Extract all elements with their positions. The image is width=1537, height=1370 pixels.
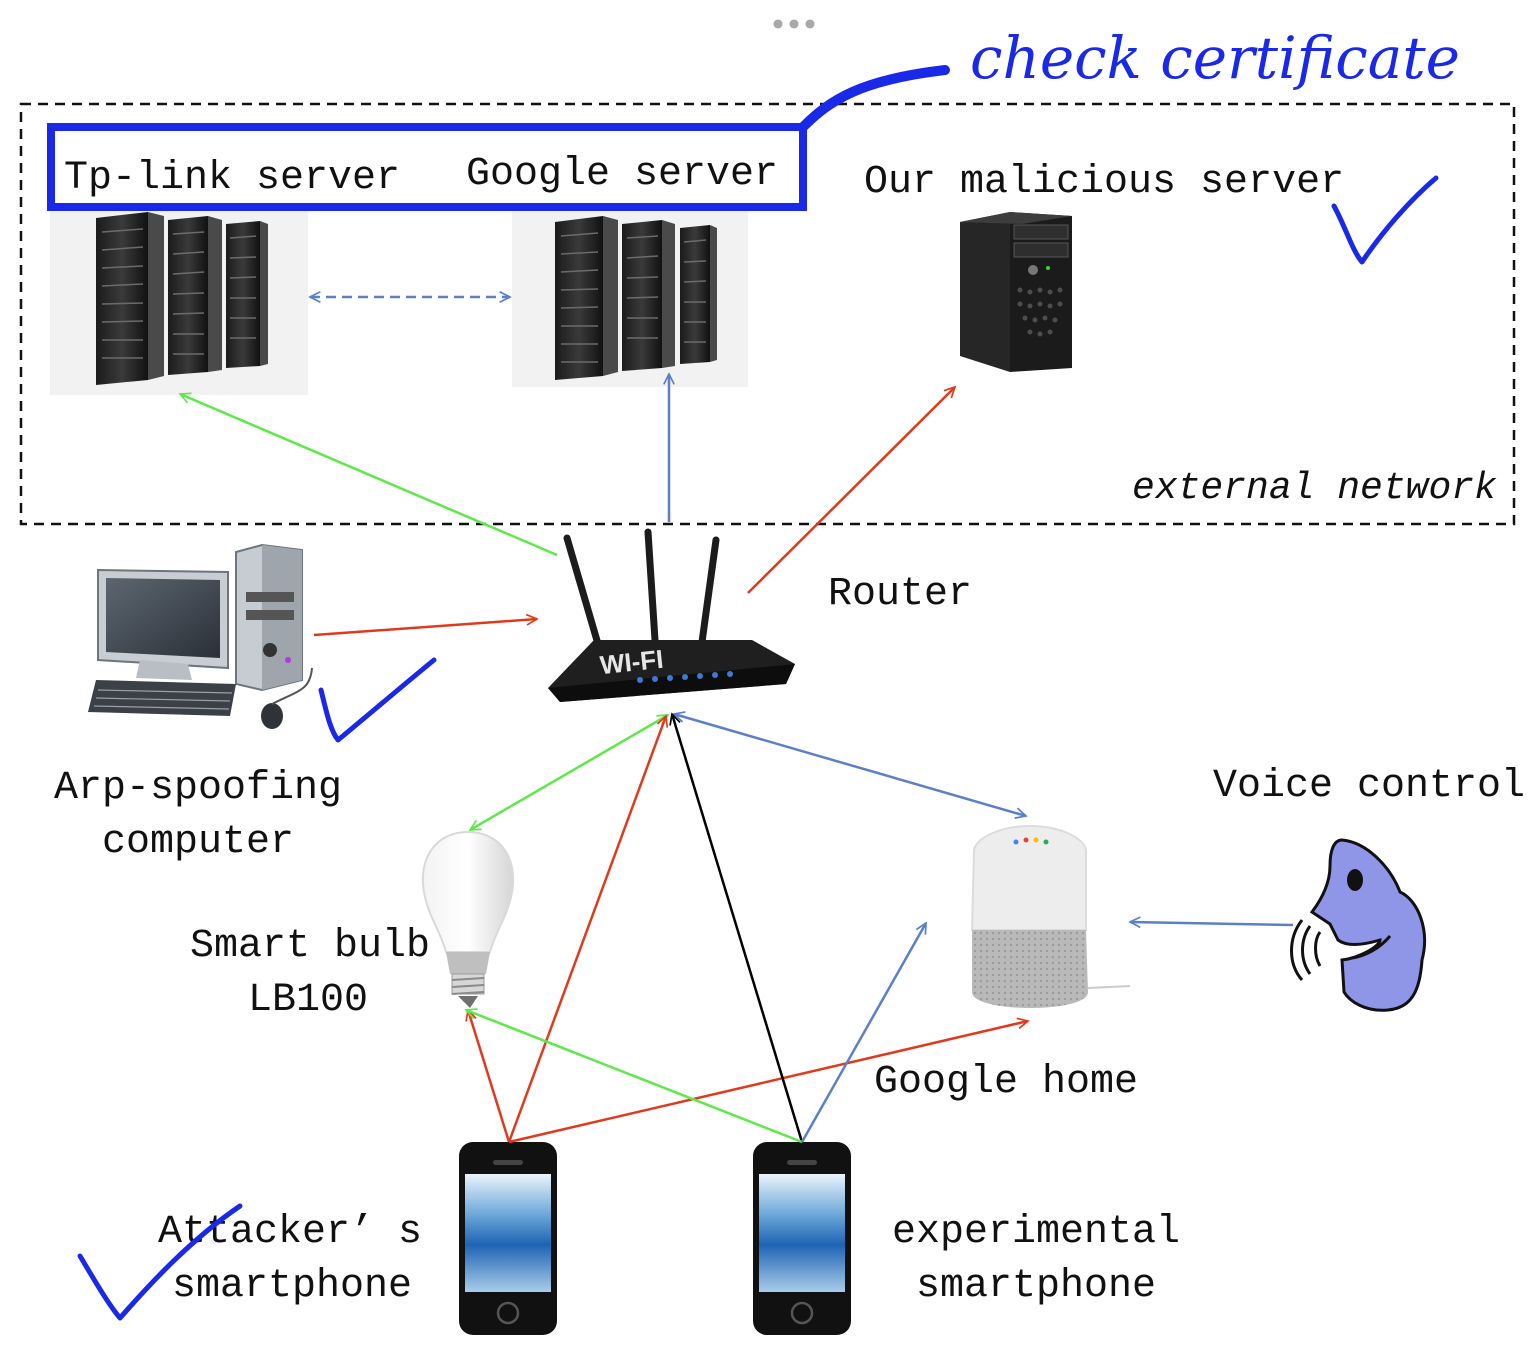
tplink-server-icon [50, 205, 308, 395]
attacker-to-bulb-arrow [468, 1010, 511, 1143]
bulb-label-line2: LB100 [248, 978, 368, 1023]
more-icon[interactable] [773, 19, 815, 29]
certificate-highlight-box [47, 123, 807, 211]
check-mark-malicious-server [1331, 175, 1439, 265]
arp-label-line1: Arp-spoofing [54, 766, 342, 811]
malicious-server-label: Our malicious server [864, 160, 1344, 205]
computer-to-router-arrow [313, 619, 537, 637]
experimental-smartphone-icon [753, 1142, 851, 1335]
check-mark-attacker [77, 1203, 243, 1321]
google-home-icon [970, 824, 1131, 1008]
computer-icon [88, 543, 313, 729]
attacker-label-line2: smartphone [172, 1264, 412, 1309]
external-network-box [19, 102, 1516, 526]
attacker-label-line1: Attacker’ s [158, 1210, 422, 1255]
voice-to-googlehome-arrow [1130, 922, 1294, 925]
malicious-server-icon [960, 212, 1072, 372]
google-server-label: Google server [466, 152, 778, 197]
connections [180, 297, 1294, 1144]
annotation-pointer-stroke [798, 65, 950, 132]
router-to-tplink-arrow [180, 394, 558, 557]
experimental-to-bulb-arrow [466, 1010, 803, 1144]
router-bulb-link [470, 713, 668, 832]
router-label: Router [828, 572, 972, 617]
voice-control-label: Voice control [1213, 764, 1525, 809]
experimental-label-line2: smartphone [916, 1264, 1156, 1309]
arp-label-line2: computer [102, 820, 294, 865]
bulb-label-line1: Smart bulb [190, 924, 430, 969]
experimental-label-line1: experimental [892, 1210, 1180, 1255]
attacker-to-router-arrow [507, 716, 666, 1143]
voice-control-icon [1290, 838, 1427, 1012]
tplink-server-label: Tp-link server [64, 156, 400, 201]
router-googlehome-link [674, 714, 1026, 816]
router-to-malicious-arrow [747, 387, 955, 594]
experimental-to-googlehome-arrow [800, 923, 928, 1143]
experimental-to-router-arrow [672, 714, 804, 1143]
check-mark-computer [318, 657, 437, 743]
attacker-smartphone-icon [459, 1142, 557, 1335]
google-home-label: Google home [874, 1060, 1138, 1105]
google-server-icon [512, 205, 748, 387]
router-icon: WI-FI [548, 528, 795, 702]
check-certificate-annotation: check certificate [970, 24, 1460, 92]
external-network-label: external network [1132, 467, 1497, 510]
attacker-to-googlehome-arrow [508, 1021, 1028, 1144]
wifi-logo-text: WI-FI [598, 644, 664, 680]
smart-bulb-icon [421, 830, 515, 1008]
